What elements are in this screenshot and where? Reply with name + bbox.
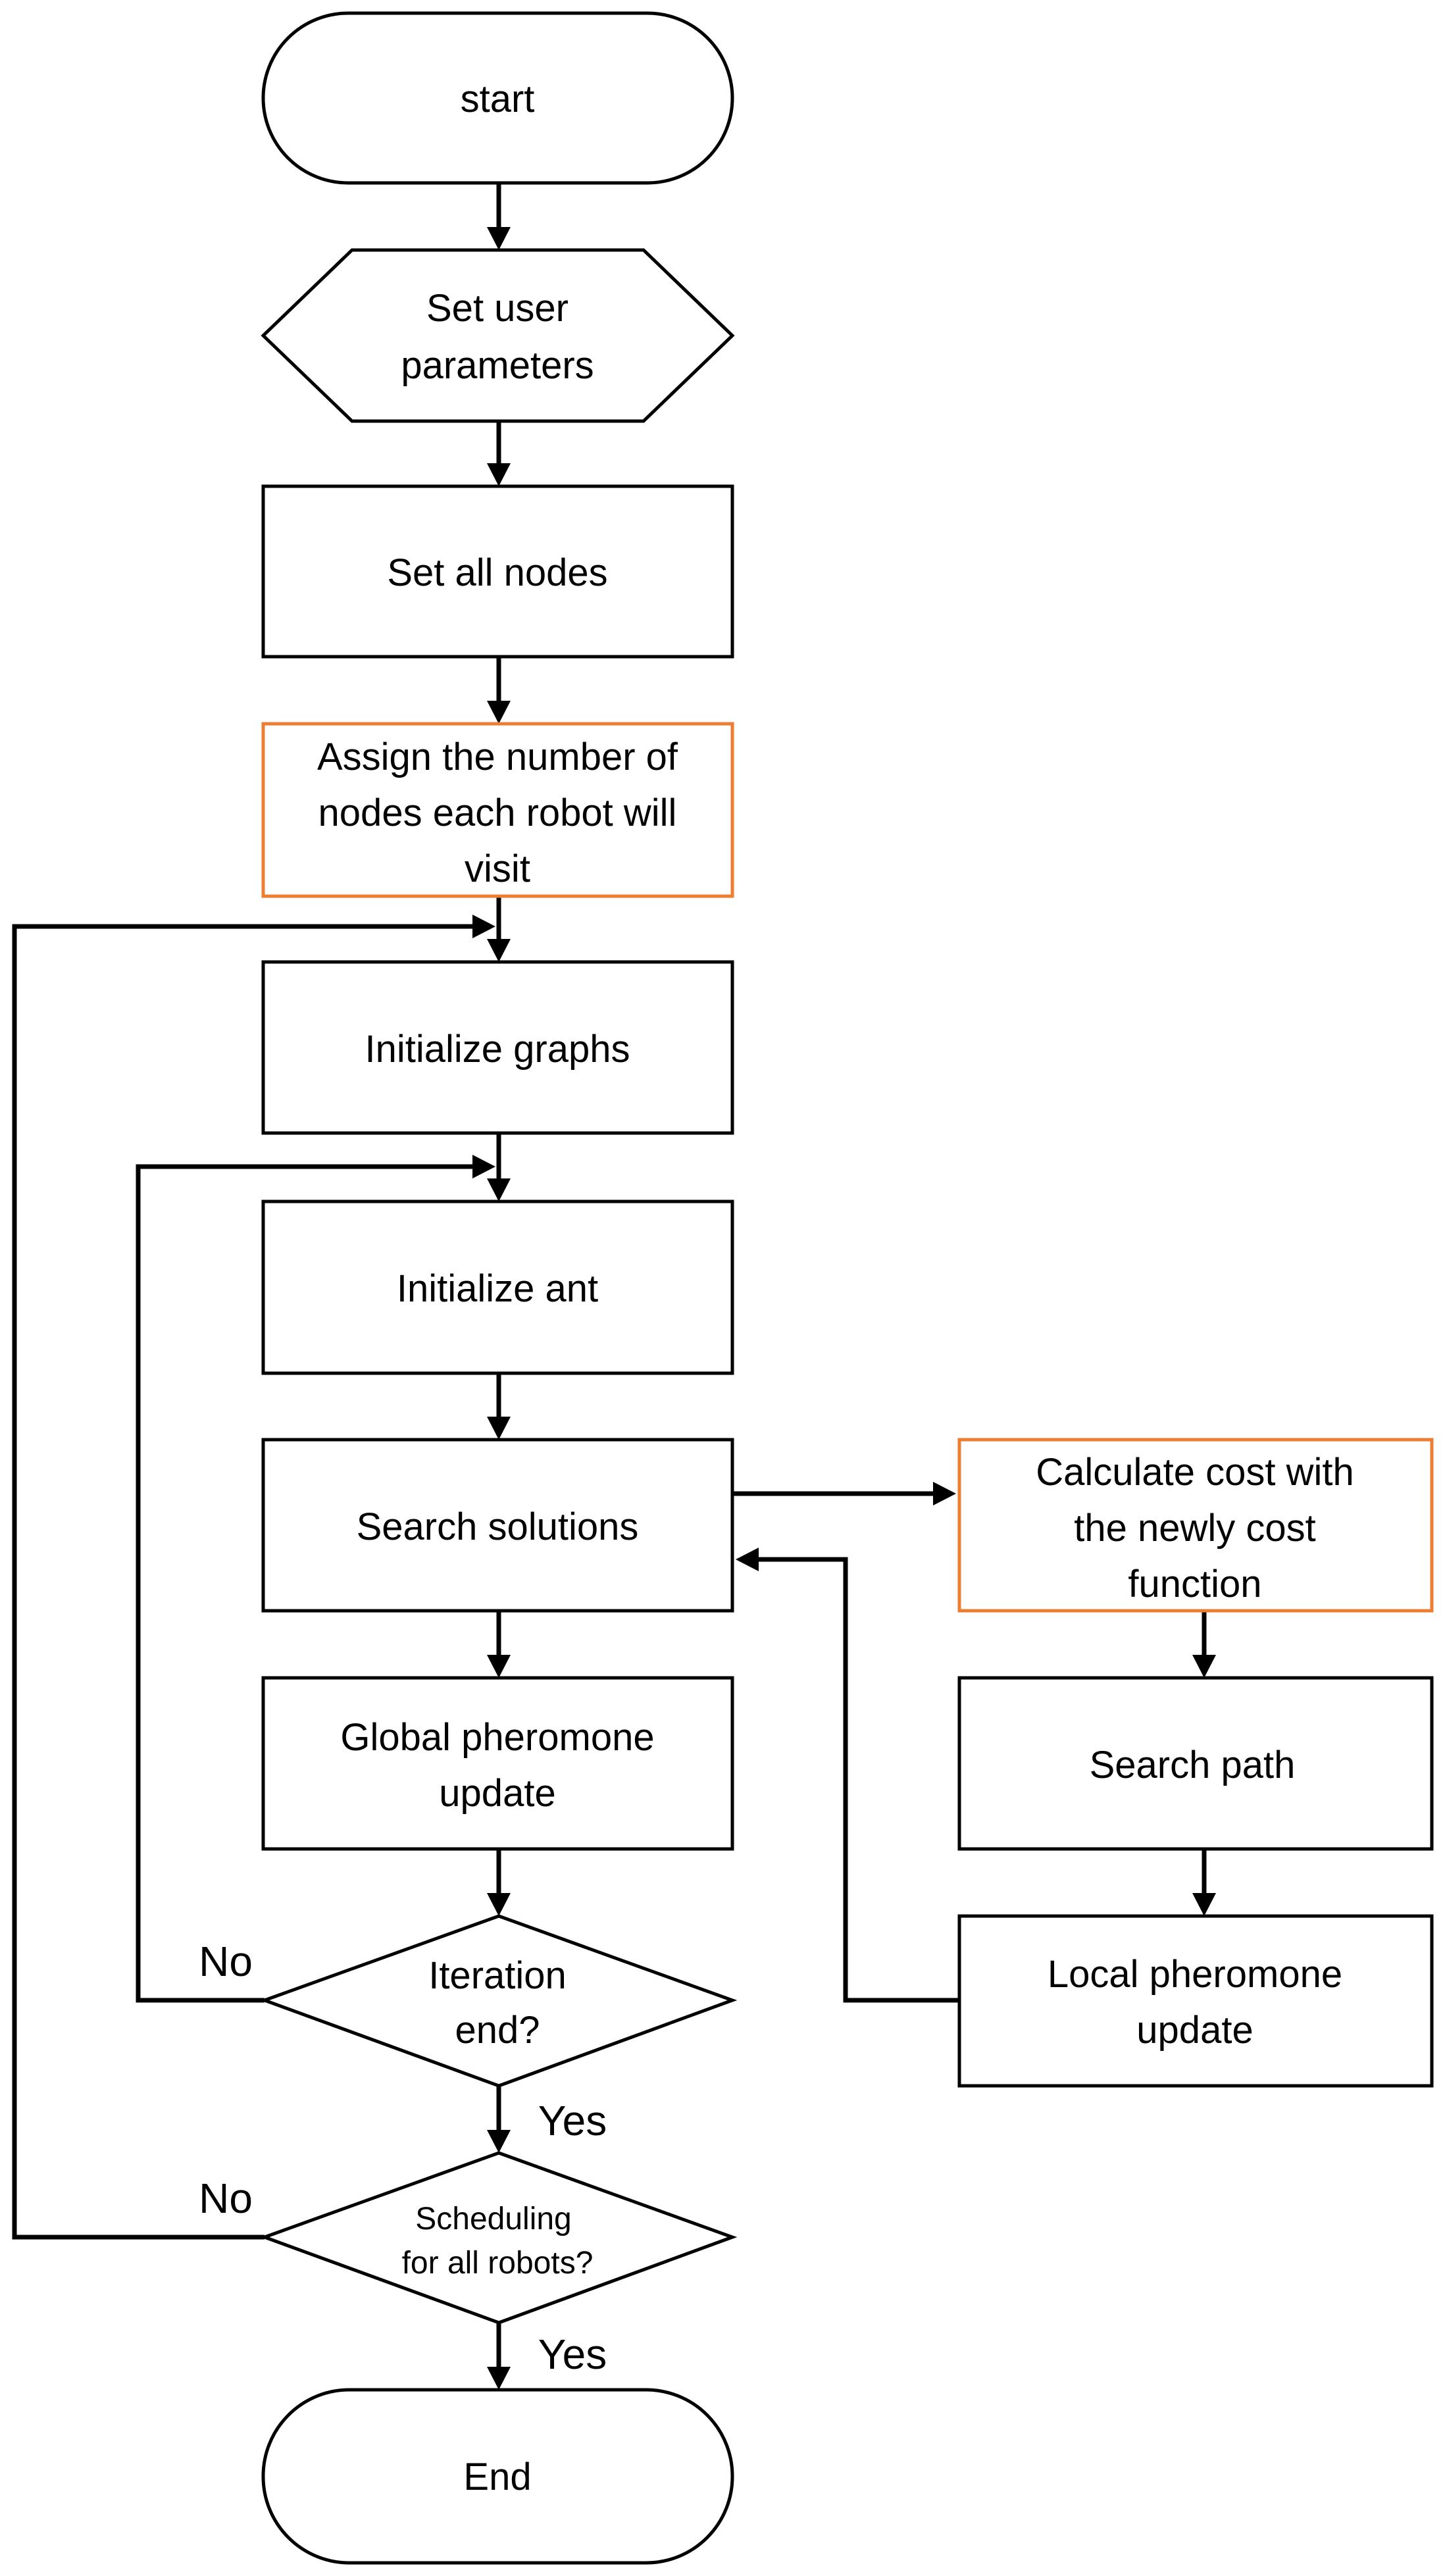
label-iteration-no: No — [199, 1938, 253, 1985]
node-set-all-nodes: Set all nodes — [261, 484, 734, 659]
node-iteration-end: Iteration end? — [259, 1914, 738, 2088]
node-start-label: start — [461, 78, 535, 120]
node-set-user-parameters-line2: parameters — [401, 344, 594, 387]
node-scheduling-all-robots: Scheduling for all robots? — [259, 2151, 738, 2325]
node-set-all-nodes-label: Set all nodes — [387, 551, 607, 594]
label-scheduling-no: No — [199, 2175, 253, 2222]
arrowhead-global-to-iteration — [487, 1893, 511, 1916]
node-initialize-graphs-label: Initialize graphs — [365, 1028, 630, 1071]
arrowhead-search-to-cost — [933, 1482, 956, 1505]
node-calculate-cost: Calculate cost with the newly cost funct… — [957, 1438, 1434, 1613]
edge-local-to-search — [759, 1557, 959, 2003]
edge-iteration-no-loop — [136, 1164, 472, 2003]
node-start: start — [261, 11, 734, 185]
node-scheduling-all-robots-line2: for all robots? — [402, 2246, 594, 2281]
node-iteration-end-line2: end? — [455, 2009, 540, 2052]
node-initialize-ant-label: Initialize ant — [397, 1267, 598, 1310]
node-assign-nodes-line2: nodes each robot will — [318, 792, 677, 834]
label-scheduling-yes: Yes — [538, 2331, 607, 2378]
arrowhead-iteration-to-scheduling — [487, 2130, 511, 2153]
node-iteration-end-line1: Iteration — [428, 1954, 567, 1997]
arrowhead-ant-to-search — [487, 1417, 511, 1440]
arrowhead-start-to-params — [487, 227, 511, 250]
arrowhead-path-to-local — [1192, 1893, 1216, 1916]
node-local-pheromone-update-line2: update — [1136, 2009, 1253, 2052]
connectors — [12, 183, 1216, 2390]
arrowhead-local-to-search — [736, 1548, 759, 1571]
node-calculate-cost-line1: Calculate cost with — [1036, 1451, 1354, 1494]
process-shape — [261, 1200, 734, 1375]
node-calculate-cost-line3: function — [1128, 1563, 1261, 1605]
process-shape-highlighted — [261, 722, 734, 898]
node-initialize-graphs: Initialize graphs — [261, 960, 734, 1135]
arrowhead-params-to-setnodes — [487, 463, 511, 486]
arrowhead-iteration-no-loop — [472, 1155, 495, 1178]
node-end: End — [261, 2388, 734, 2565]
node-set-user-parameters: Set user parameters — [261, 248, 735, 423]
process-shape — [957, 1676, 1434, 1851]
arrowhead-assign-to-graphs — [487, 939, 511, 962]
process-shape — [261, 1438, 734, 1613]
terminal-shape — [261, 2388, 734, 2565]
label-iteration-yes: Yes — [538, 2097, 607, 2144]
process-shape — [957, 1914, 1434, 2088]
node-global-pheromone-update-line2: update — [439, 1772, 555, 1815]
node-set-user-parameters-line1: Set user — [426, 287, 569, 330]
node-calculate-cost-line2: the newly cost — [1074, 1507, 1316, 1550]
node-global-pheromone-update: Global pheromone update — [261, 1676, 734, 1851]
node-search-path: Search path — [957, 1676, 1434, 1851]
node-assign-nodes-line3: visit — [465, 847, 530, 890]
arrowhead-search-to-global — [487, 1655, 511, 1678]
node-initialize-ant: Initialize ant — [261, 1200, 734, 1375]
node-global-pheromone-update-line1: Global pheromone — [340, 1716, 654, 1759]
node-scheduling-all-robots-line1: Scheduling — [415, 2202, 572, 2236]
process-shape — [261, 960, 734, 1135]
process-shape — [261, 484, 734, 659]
preparation-shape — [261, 248, 735, 423]
arrowhead-scheduling-no-loop — [472, 915, 495, 938]
arrowhead-graphs-to-ant — [487, 1178, 511, 1201]
node-assign-nodes-line1: Assign the number of — [317, 736, 678, 778]
arrowhead-cost-to-path — [1192, 1655, 1216, 1678]
arrowhead-scheduling-to-end — [487, 2367, 511, 2390]
node-assign-nodes: Assign the number of nodes each robot wi… — [261, 722, 734, 898]
terminal-shape — [261, 11, 734, 185]
decision-shape — [259, 2151, 738, 2325]
edge-scheduling-no-loop — [12, 924, 472, 2240]
node-search-path-label: Search path — [1090, 1744, 1296, 1786]
process-shape — [261, 1676, 734, 1851]
node-local-pheromone-update-line1: Local pheromone — [1048, 1953, 1342, 1996]
process-shape-highlighted — [957, 1438, 1434, 1613]
arrowhead-setnodes-to-assign — [487, 701, 511, 724]
decision-shape — [259, 1914, 738, 2088]
node-end-label: End — [463, 2456, 531, 2498]
node-search-solutions-label: Search solutions — [357, 1505, 639, 1548]
node-search-solutions: Search solutions — [261, 1438, 734, 1613]
node-local-pheromone-update: Local pheromone update — [957, 1914, 1434, 2088]
